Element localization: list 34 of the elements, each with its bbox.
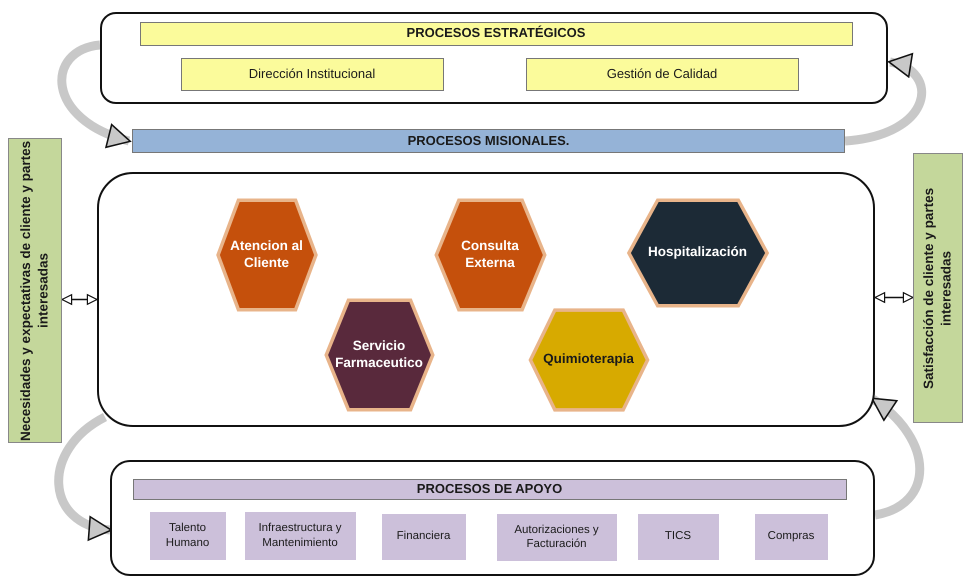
double-arrow bbox=[874, 292, 914, 303]
process-box: Financiera bbox=[382, 514, 466, 560]
section-header-bar: PROCESOS ESTRATÉGICOS bbox=[140, 22, 852, 46]
process-hexagon bbox=[626, 198, 770, 308]
process-group-panel bbox=[97, 172, 875, 427]
section-header-bar: PROCESOS MISIONALES. bbox=[132, 129, 845, 153]
stakeholder-label: Satisfacción de cliente y partes interesadas bbox=[920, 186, 955, 391]
process-box: Compras bbox=[754, 514, 828, 560]
stakeholder-panel bbox=[913, 153, 963, 423]
curved-arrow bbox=[58, 40, 132, 147]
process-box: Autorizaciones y Facturación bbox=[496, 514, 616, 560]
process-box: Talento Humano bbox=[150, 512, 226, 560]
process-box: Infraestructura y Mantenimiento bbox=[244, 512, 356, 560]
process-label: Quimioterapia bbox=[542, 351, 635, 368]
process-group-panel bbox=[100, 12, 888, 104]
process-label: Atencion al Cliente bbox=[229, 238, 304, 272]
section-header-bar: PROCESOS DE APOYO bbox=[132, 478, 846, 500]
process-label: Consulta Externa bbox=[460, 238, 520, 272]
stakeholder-panel bbox=[8, 138, 62, 443]
process-box: Dirección Institucional bbox=[180, 58, 444, 90]
process-hexagon bbox=[434, 198, 546, 312]
double-arrow bbox=[61, 294, 98, 305]
process-group-panel bbox=[110, 460, 875, 576]
process-label: Hospitalización bbox=[646, 244, 748, 261]
process-label: Servicio Farmaceutico bbox=[334, 338, 424, 372]
curved-arrow bbox=[844, 55, 926, 146]
curved-arrow bbox=[870, 395, 924, 520]
process-hexagon bbox=[324, 298, 434, 412]
process-box: Gestión de Calidad bbox=[526, 58, 798, 90]
process-box: TICS bbox=[638, 514, 718, 560]
process-hexagon bbox=[216, 198, 318, 312]
stakeholder-label: Necesidades y expectativas de cliente y partes interesadas bbox=[17, 139, 52, 442]
curved-arrow bbox=[54, 413, 112, 539]
process-hexagon bbox=[528, 308, 650, 412]
